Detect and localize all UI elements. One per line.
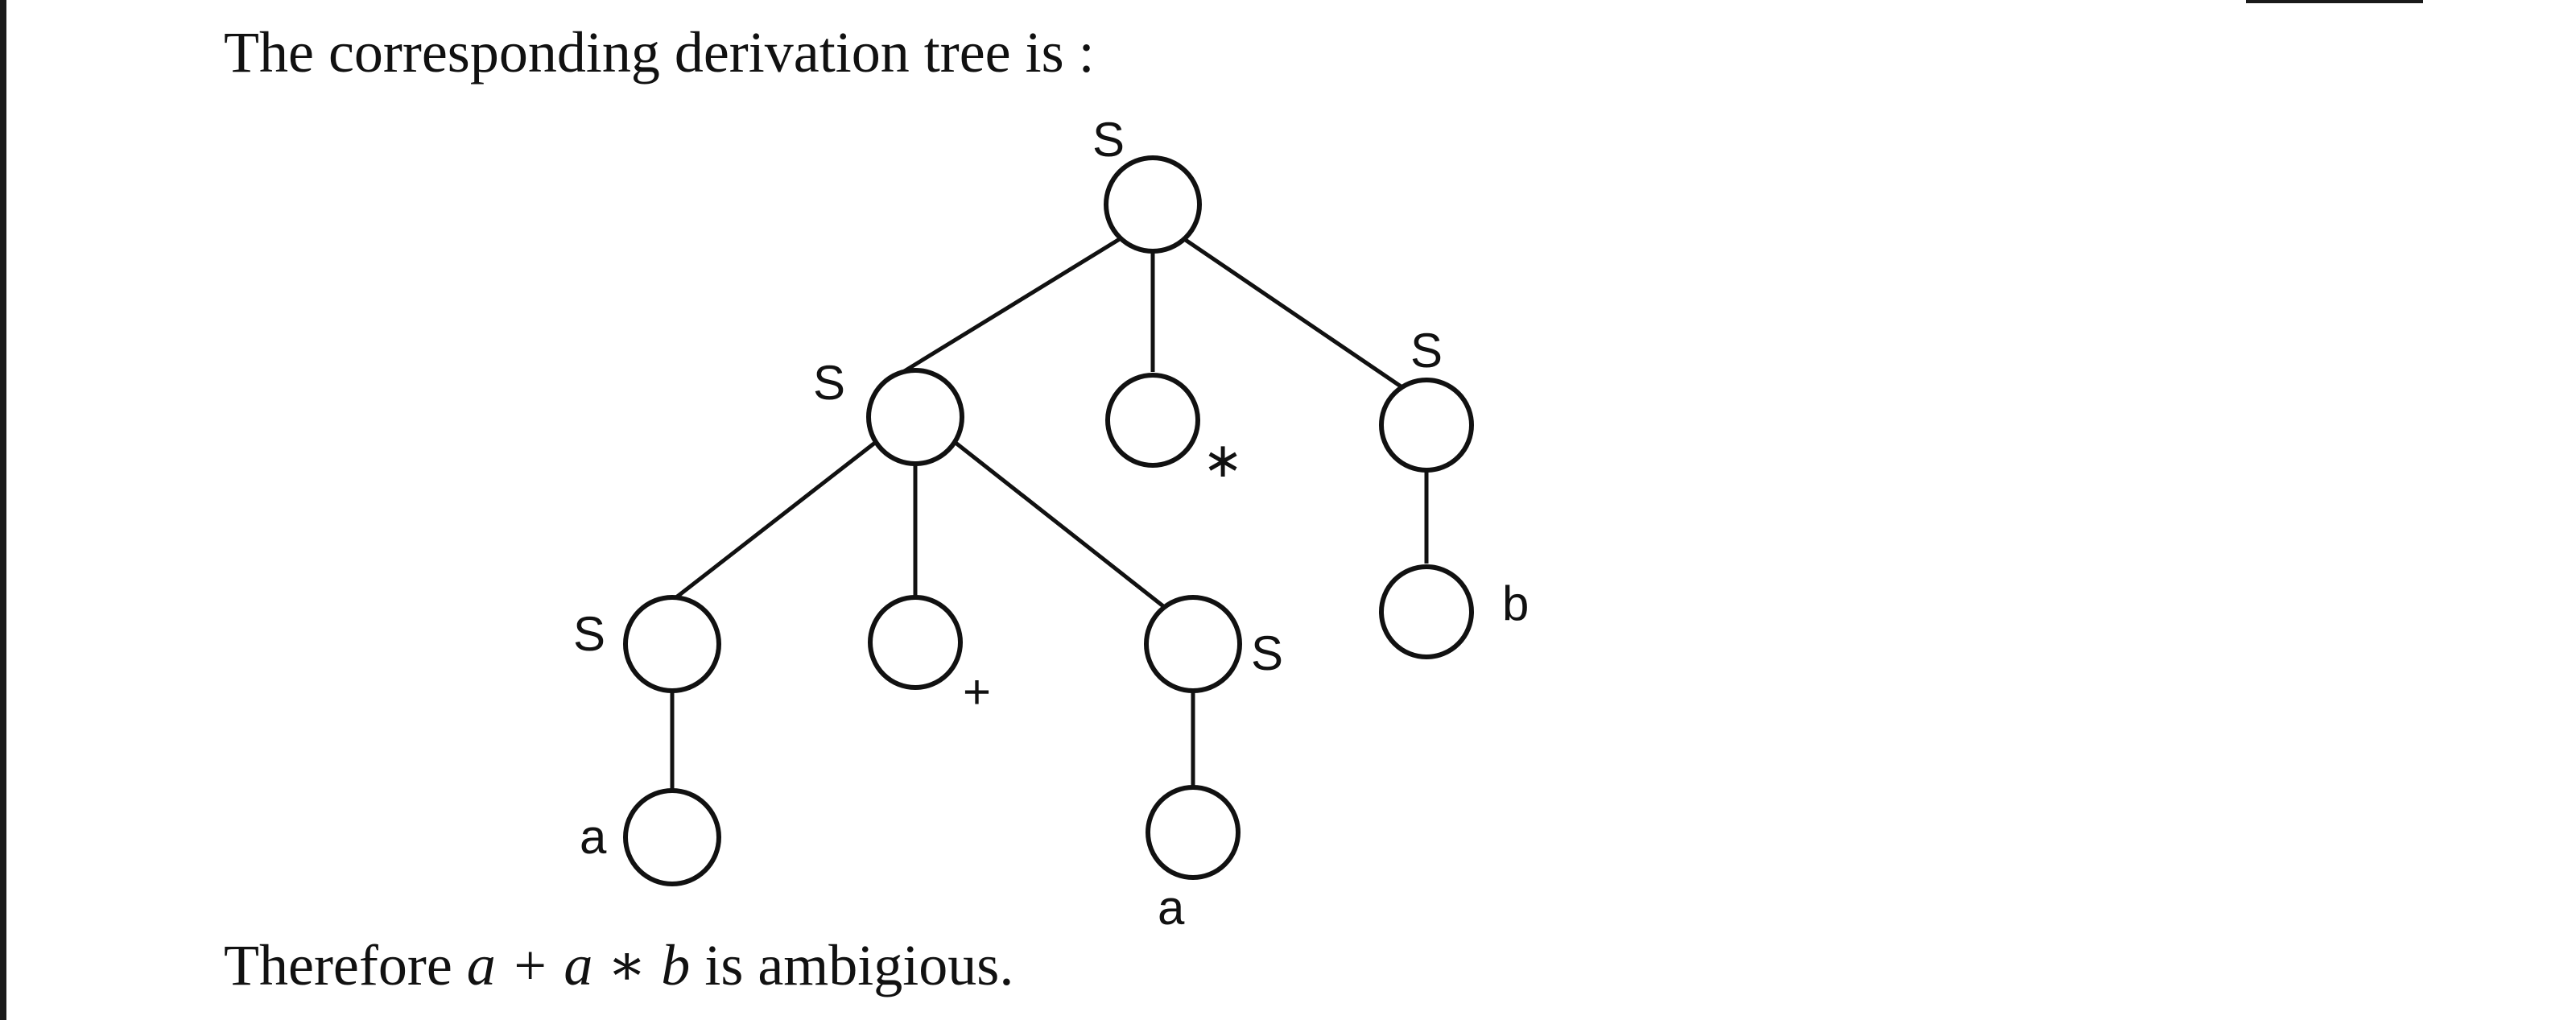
node-b-leaf — [1379, 564, 1474, 659]
node-left-right — [1144, 595, 1242, 693]
label-plus: + — [963, 665, 991, 719]
label-left-left: S — [573, 607, 605, 661]
edge-left-left-right — [950, 438, 1172, 613]
node-right — [1379, 378, 1474, 473]
label-a-leaf-2: a — [1158, 881, 1185, 935]
node-left-left — [623, 595, 721, 693]
node-left — [866, 368, 964, 466]
label-a-leaf-1: a — [580, 810, 607, 864]
edge-root-left — [894, 226, 1138, 379]
node-a-leaf-2 — [1146, 785, 1241, 880]
node-root — [1104, 155, 1202, 254]
ambiguous-expression: a + a ∗ b — [466, 933, 691, 997]
label-b-leaf: b — [1502, 576, 1529, 630]
page-left-edge — [0, 0, 6, 1020]
conclusion-prefix: Therefore — [224, 933, 467, 997]
intro-text: The corresponding derivation tree is : — [224, 20, 1095, 85]
conclusion-suffix: is ambigious. — [690, 933, 1014, 997]
label-star: ∗ — [1203, 433, 1243, 487]
tree-edges — [660, 226, 1429, 789]
label-root: S — [1092, 113, 1125, 167]
conclusion-text: Therefore a + a ∗ b is ambigious. — [224, 932, 1013, 998]
node-star — [1105, 373, 1200, 468]
label-left-right: S — [1251, 626, 1283, 680]
node-plus — [868, 595, 963, 690]
top-rule — [2246, 0, 2423, 3]
tree-nodes — [623, 155, 1474, 886]
node-a-leaf-1 — [623, 788, 721, 886]
label-left: S — [813, 356, 845, 410]
label-right: S — [1410, 324, 1443, 378]
edge-root-right — [1167, 226, 1412, 395]
edge-left-left-left — [660, 438, 881, 610]
tree-labels: S S ∗ S S + S b a a — [573, 113, 1529, 935]
